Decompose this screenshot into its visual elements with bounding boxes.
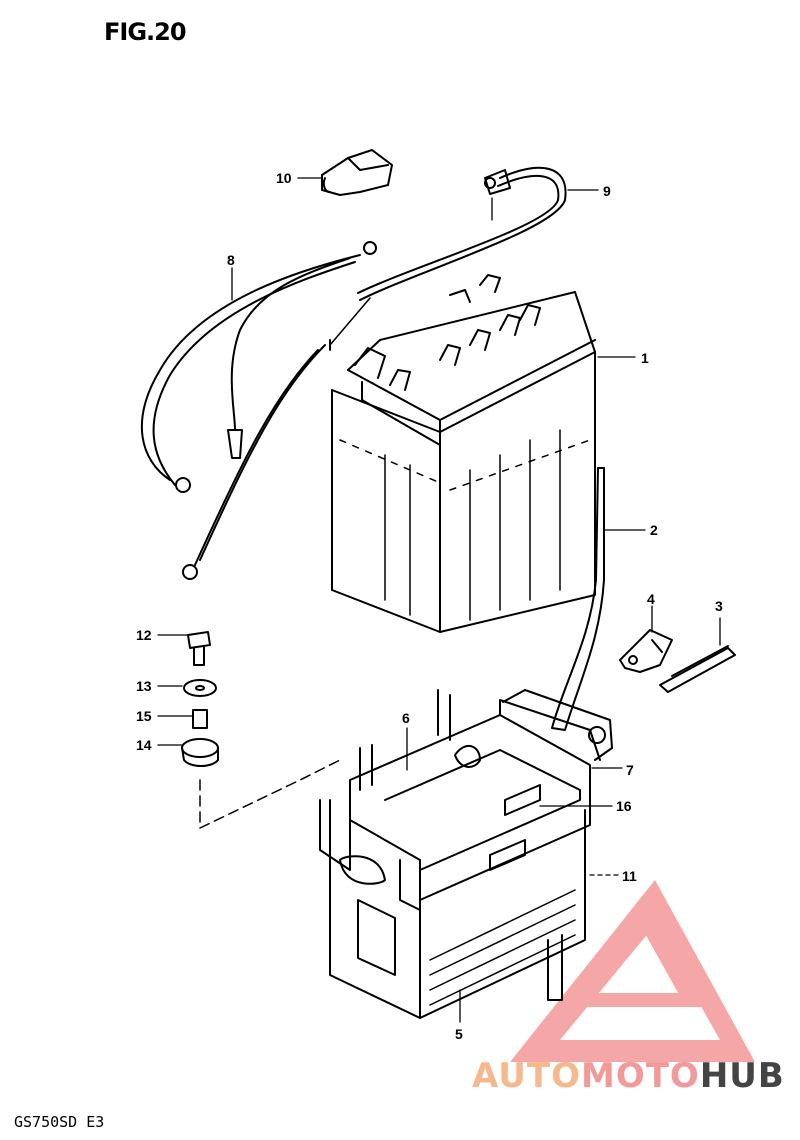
battery-lead-8 [140,241,377,580]
callout-3: 3 [715,598,723,614]
callout-4: 4 [647,591,655,607]
callout-10: 10 [276,170,292,186]
callout-8: 8 [227,252,235,268]
terminal-cover [321,149,393,196]
watermark-text: AUTOMOTOHUB [472,1056,785,1096]
callout-12: 12 [136,627,152,643]
leader-lines [157,177,721,1023]
hose-bracket [659,645,736,693]
battery-holder [319,689,613,911]
callout-11: 11 [622,868,637,884]
callout-7: 7 [626,762,634,778]
watermark-part-moto: MOTO [580,1056,700,1096]
battery [331,274,596,633]
battery-case [329,799,586,1019]
callout-15: 15 [136,708,152,724]
callout-1: 1 [641,350,649,366]
battery-lead-9 [329,166,567,346]
callout-14: 14 [136,737,152,753]
hose-clamp [619,629,673,673]
watermark-logo [510,880,755,1062]
washer [183,679,217,697]
watermark-part-auto: AUTO [472,1056,581,1096]
watermark-part-hub: HUB [699,1056,785,1096]
figure-title: FIG.20 [104,18,187,46]
vent-hose [551,467,605,731]
spacer [192,709,208,729]
callout-9: 9 [603,183,611,199]
model-code: GS750SD E3 [14,1113,105,1131]
callout-5: 5 [455,1026,463,1042]
callout-16: 16 [616,798,632,814]
bolt [187,631,211,666]
callout-2: 2 [650,522,658,538]
callout-6: 6 [402,710,410,726]
cushion [181,738,219,767]
callout-13: 13 [136,678,152,694]
